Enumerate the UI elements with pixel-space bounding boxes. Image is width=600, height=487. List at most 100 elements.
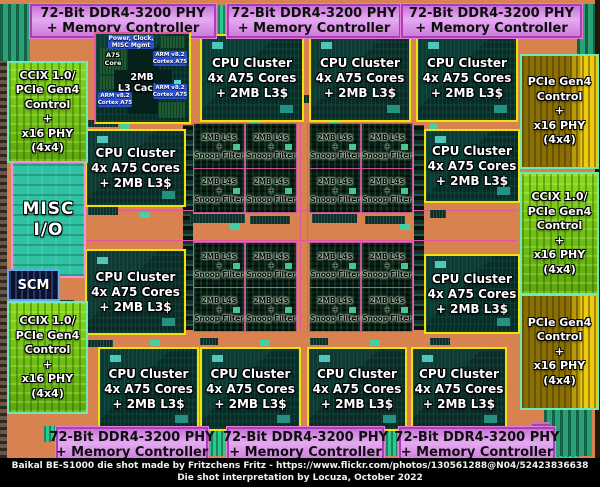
label-line: Snoop Filter [246,195,296,204]
label-line: 2MB L4$ [369,132,405,142]
tsv-column [183,125,193,330]
scm-label: SCM [17,277,50,293]
label-line: L3 Cache [117,83,167,94]
label-line: + [215,305,223,314]
scm-block: SCM [7,269,60,301]
sram-bit [120,123,130,129]
label-line: Snoop Filter [310,150,360,160]
label-line: 2MB L4$ [317,132,353,142]
l4-snoop-tile-16: 2MB L4$+Snoop Filter [361,287,413,332]
label-line: + [215,260,223,270]
label-line: + 2MB L3$ [320,396,394,411]
label-line: Cortex A75 [152,91,188,98]
label-line: 4x A75 Cores [91,160,180,175]
label-line: 72-Bit DDR4-3200 PHY [40,6,206,21]
label-line: ARM v8.2 [155,52,185,58]
label-line: + 2MB L3$ [99,175,172,190]
label-line: (4x4) [543,133,576,147]
l4-snoop-tile-3: 2MB L4$+Snoop Filter [309,123,361,169]
label-line: + Memory Controller [400,444,554,460]
label-line: 4x A75 Cores [315,70,405,85]
die-edge-left [0,61,7,458]
label-line: + [383,260,391,270]
label-line: Snoop Filter [246,150,296,160]
label-line: 4x A75 Cores [427,158,517,173]
label-line: (4x4) [31,386,64,400]
label-line: + Memory Controller [55,444,209,460]
caption-credit: Baikal BE-S1000 die shot made by Fritzch… [11,461,589,471]
l4-snoop-tile-14: 2MB L4$+Snoop Filter [245,287,297,332]
label-line: (4x4) [543,373,576,387]
label-line: + 2MB L3$ [215,85,289,100]
sram-bit [150,340,160,346]
label-line: 2MB L4$ [317,177,353,186]
l4-snoop-tile-7: 2MB L4$+Snoop Filter [309,168,361,213]
label-line: PCIe Gen4 [15,83,80,96]
noc-block [300,95,314,103]
ddr-banner-bottom-3: 72-Bit DDR4-3200 PHY+ Memory Controller [394,427,560,462]
sram-bit [260,340,270,346]
label-line: + 2MB L3$ [112,396,185,411]
label-line: 72-Bit DDR4-3200 PHY [222,429,389,445]
core-region [160,36,185,48]
label-line: I/O [33,219,64,240]
label-line: + Memory Controller [237,21,391,36]
label-line: + [383,186,391,195]
label-line: 2MB L4$ [253,296,289,305]
sram-bit [140,212,150,218]
label-line: + 2MB L3$ [323,85,397,100]
label-line: + 2MB L3$ [214,396,287,411]
label-line: Control [24,97,71,111]
label-line: + [267,186,275,195]
label-line: CCIX 1.0/ [19,314,76,327]
label-line: Cortex A75 [152,58,188,65]
label-line: CCIX 1.0/ [19,68,76,82]
label-line: CPU Cluster [320,55,400,70]
label-line: + [267,305,275,314]
label-line: 2MB L4$ [317,296,353,305]
l4-snoop-tile-2: 2MB L4$+Snoop Filter [245,123,297,169]
label-line: + [383,305,391,314]
label-line: + 2MB L3$ [435,301,509,316]
mesh-link [300,123,301,330]
label-line: x16 PHY [21,126,74,140]
sram-bit [430,123,438,129]
label-line: MISC [22,198,75,219]
label-line: Snoop Filter [362,314,412,323]
label-line: 4x A75 Cores [422,70,512,85]
l4-snoop-tile-10: 2MB L4$+Snoop Filter [245,242,297,288]
label-line: CPU Cluster [317,366,397,381]
label-line: x16 PHY [533,359,586,373]
ddr-banner-bottom-1: 72-Bit DDR4-3200 PHY+ Memory Controller [49,427,215,462]
label-line: 2MB L4$ [253,177,289,186]
label-line: Snoop Filter [362,150,412,160]
label-line: Snoop Filter [310,195,360,204]
label-line: 2MB L4$ [369,251,405,261]
label-line: + 2MB L3$ [422,396,496,411]
label-line: + [267,141,275,151]
label-line: 2MB L4$ [369,296,405,305]
label-line: + [42,357,53,371]
label-line: + [215,186,223,195]
caption: Baikal BE-S1000 die shot made by Fritzch… [0,458,600,487]
mesh-link [307,123,308,330]
label-line: ARM v8.2 [100,93,130,99]
label-line: + [554,104,565,118]
label-line: + [331,305,339,314]
label-line: 4x A75 Cores [206,381,295,396]
label-line: + [383,141,391,151]
label-line: x16 PHY [533,248,586,261]
label-line: 4x A75 Cores [207,70,297,85]
label-line: 72-Bit DDR4-3200 PHY [49,429,215,445]
l4-snoop-tile-15: 2MB L4$+Snoop Filter [309,287,361,332]
label-line: 2MB L4$ [253,132,289,142]
label-line: CPU Cluster [95,269,176,284]
label-line: ARM v8.2 [155,85,185,91]
label-line: PCIe Gen4 [15,328,80,342]
